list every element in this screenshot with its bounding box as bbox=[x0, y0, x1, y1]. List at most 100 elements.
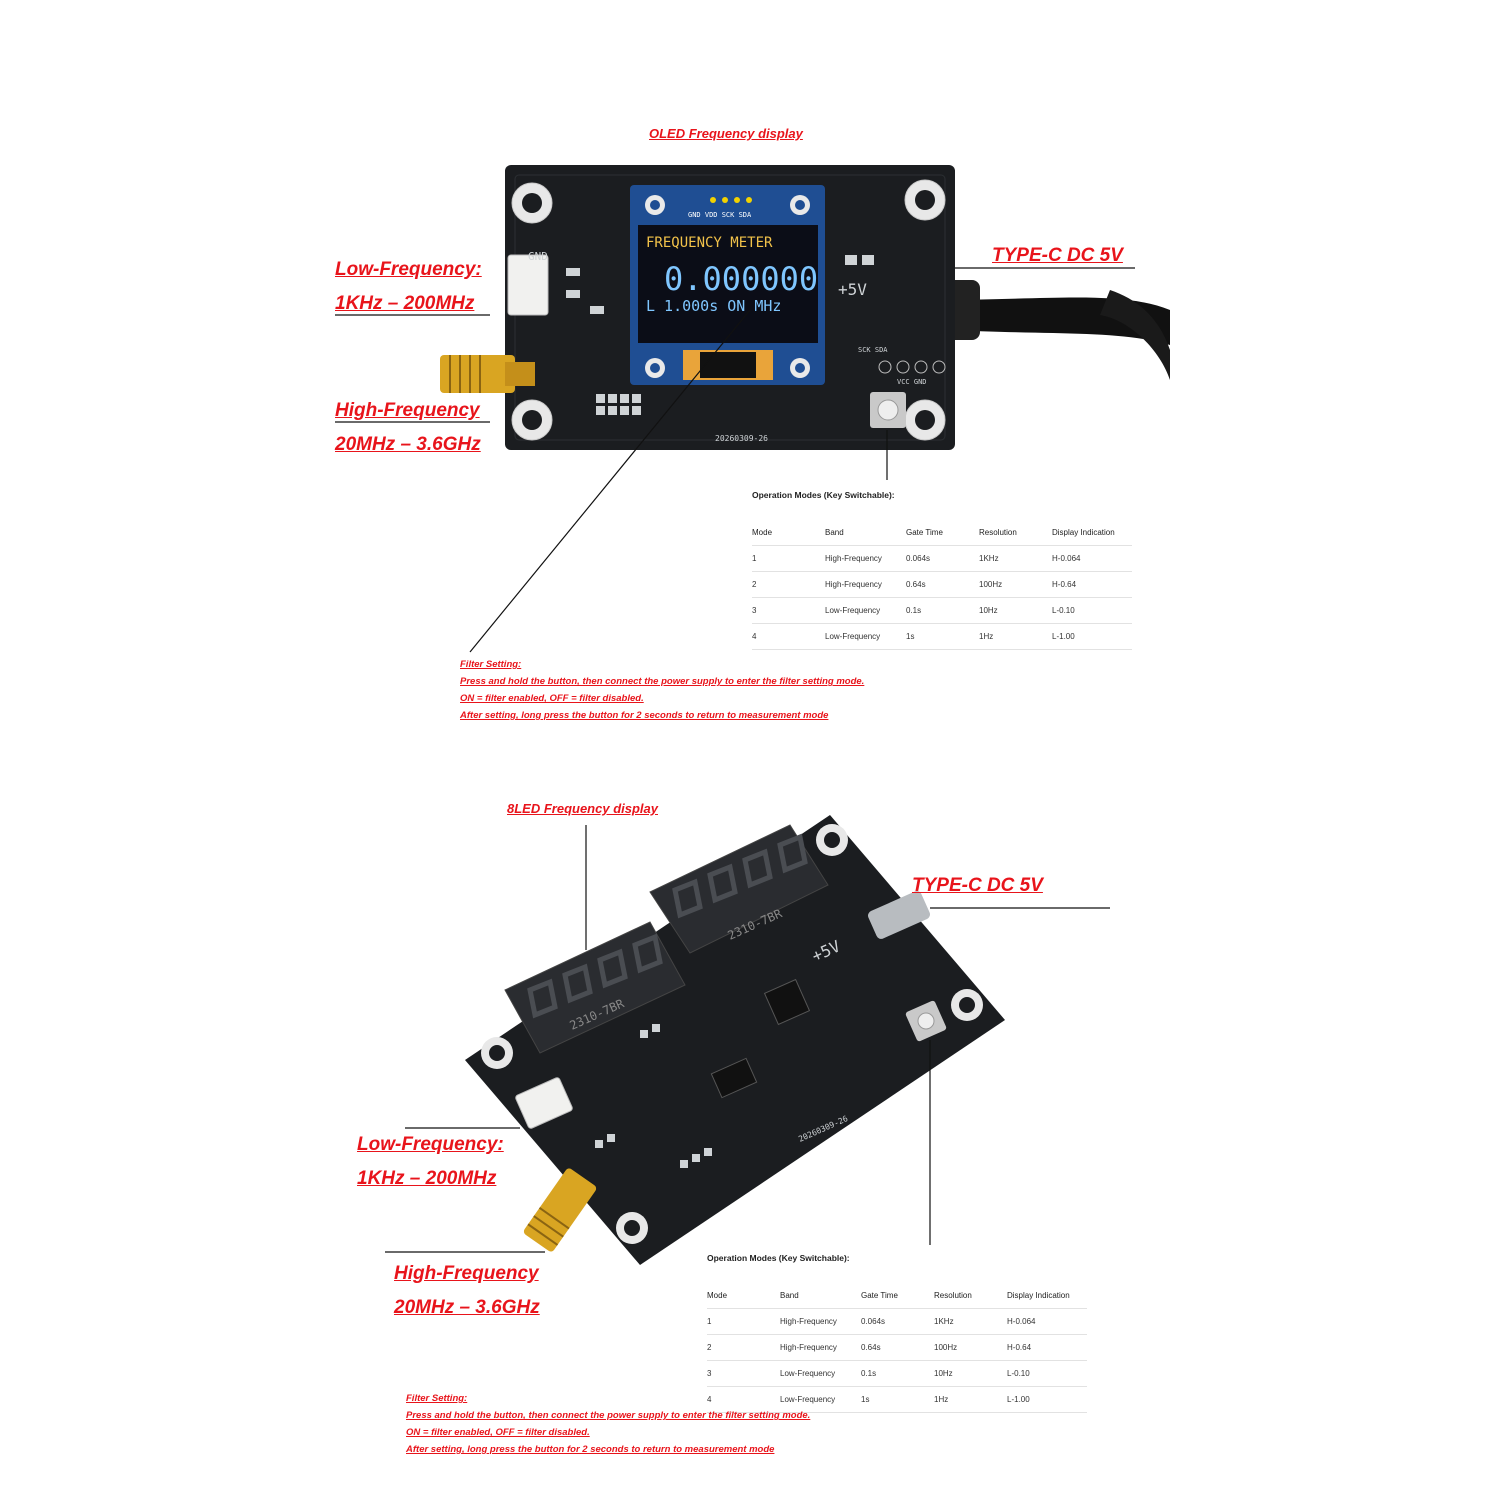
operation-modes-title: Operation Modes (Key Switchable): bbox=[707, 1253, 850, 1263]
filter-title: Filter Setting: bbox=[460, 659, 522, 670]
oled-line-status: L 1.000s ON MHz bbox=[646, 297, 781, 315]
table-cell: 0.64s bbox=[906, 571, 979, 598]
table-cell: Low-Frequency bbox=[825, 597, 906, 624]
bottom-high-freq-range: 20MHz – 3.6GHz bbox=[394, 1297, 540, 1318]
table-cell: 0.64s bbox=[861, 1334, 934, 1361]
col-band: Band bbox=[780, 1283, 861, 1309]
jst-connector-icon bbox=[507, 254, 549, 316]
table-cell: 2 bbox=[707, 1334, 780, 1361]
table-cell: L-0.10 bbox=[1052, 597, 1132, 624]
table-cell: H-0.64 bbox=[1007, 1334, 1087, 1361]
top-typec-label: TYPE-C DC 5V bbox=[992, 245, 1123, 266]
operation-modes-title: Operation Modes (Key Switchable): bbox=[752, 490, 895, 500]
led-board-illustration: 2310-7BR 2310-7BR +5V 20260309-26 bbox=[385, 815, 1110, 1265]
top-operation-modes: Operation Modes (Key Switchable): Mode B… bbox=[752, 490, 1132, 650]
table-cell: L-1.00 bbox=[1007, 1386, 1087, 1413]
led-display-title: 8LED Frequency display bbox=[507, 801, 658, 816]
col-display-indication: Display Indication bbox=[1007, 1283, 1087, 1309]
top-low-freq-label: Low-Frequency: bbox=[335, 259, 482, 280]
table-cell: L-0.10 bbox=[1007, 1360, 1087, 1387]
silk-gnd: GND bbox=[528, 250, 548, 263]
col-mode: Mode bbox=[707, 1283, 780, 1309]
table-cell: 1 bbox=[752, 545, 825, 572]
table-cell: 10Hz bbox=[979, 597, 1052, 624]
oled-board-illustration: GND +5V GND VDD SCK SDA 20260309-26 SCK … bbox=[335, 165, 1170, 653]
callout-line-filter bbox=[469, 309, 751, 653]
silk-sck-sda: SCK SDA bbox=[858, 346, 888, 354]
sma-connector-icon bbox=[523, 1168, 597, 1252]
table-cell: High-Frequency bbox=[825, 571, 906, 598]
filter-line-3: After setting, long press the button for… bbox=[460, 710, 829, 721]
table-cell: 2 bbox=[752, 571, 825, 598]
ic-chip bbox=[710, 1057, 758, 1099]
col-mode: Mode bbox=[752, 520, 825, 546]
table-cell: High-Frequency bbox=[780, 1334, 861, 1361]
silk-5v: +5V bbox=[838, 280, 867, 299]
oled-line-value: 0.000000 bbox=[664, 260, 818, 298]
table-cell: 4 bbox=[707, 1386, 780, 1413]
bottom-low-freq-label: Low-Frequency: bbox=[357, 1134, 504, 1155]
filter-line-1: Press and hold the button, then connect … bbox=[406, 1410, 811, 1421]
oled-line-title: FREQUENCY METER bbox=[646, 235, 773, 251]
filter-line-2: ON = filter enabled, OFF = filter disabl… bbox=[460, 693, 644, 704]
bottom-typec-label: TYPE-C DC 5V bbox=[912, 875, 1043, 896]
table-cell: 100Hz bbox=[934, 1334, 1007, 1361]
operation-modes-table: Mode Band Gate Time Resolution Display I… bbox=[707, 1283, 1087, 1413]
table-cell: 0.064s bbox=[906, 545, 979, 572]
table-cell: 1KHz bbox=[979, 545, 1052, 572]
sma-connector-icon bbox=[440, 355, 535, 393]
table-cell: H-0.064 bbox=[1052, 545, 1132, 572]
table-cell: Low-Frequency bbox=[780, 1360, 861, 1387]
table-cell: 1Hz bbox=[979, 623, 1052, 650]
silk-pins: GND VDD SCK SDA bbox=[688, 211, 752, 219]
filter-line-3: After setting, long press the button for… bbox=[406, 1444, 775, 1455]
col-resolution: Resolution bbox=[934, 1283, 1007, 1309]
silk-vcc-gnd: VCC GND bbox=[897, 378, 927, 386]
oled-screen bbox=[638, 225, 818, 343]
top-low-freq-range: 1KHz – 200MHz bbox=[335, 293, 475, 314]
top-filter-setting: Filter Setting: Press and hold the butto… bbox=[460, 656, 864, 724]
bottom-operation-modes: Operation Modes (Key Switchable): Mode B… bbox=[707, 1253, 1087, 1413]
table-cell: High-Frequency bbox=[780, 1308, 861, 1335]
table-cell: 3 bbox=[752, 597, 825, 624]
top-high-freq-range: 20MHz – 3.6GHz bbox=[335, 434, 481, 455]
table-cell: 3 bbox=[707, 1360, 780, 1387]
table-cell: 0.064s bbox=[861, 1308, 934, 1335]
col-band: Band bbox=[825, 520, 906, 546]
table-cell: Low-Frequency bbox=[780, 1386, 861, 1413]
operation-modes-table: Mode Band Gate Time Resolution Display I… bbox=[752, 520, 1132, 650]
col-display-indication: Display Indication bbox=[1052, 520, 1132, 546]
table-cell: 1KHz bbox=[934, 1308, 1007, 1335]
bottom-high-freq-label: High-Frequency bbox=[394, 1263, 539, 1284]
bottom-filter-setting: Filter Setting: Press and hold the butto… bbox=[406, 1390, 810, 1458]
table-cell: 1 bbox=[707, 1308, 780, 1335]
filter-line-1: Press and hold the button, then connect … bbox=[460, 676, 865, 687]
table-cell: Low-Frequency bbox=[825, 623, 906, 650]
table-cell: 10Hz bbox=[934, 1360, 1007, 1387]
table-cell: 4 bbox=[752, 623, 825, 650]
bottom-low-freq-range: 1KHz – 200MHz bbox=[357, 1168, 497, 1189]
table-cell: 0.1s bbox=[861, 1360, 934, 1387]
col-gate-time: Gate Time bbox=[861, 1283, 934, 1309]
silk-date: 20260309-26 bbox=[715, 434, 768, 443]
table-cell: High-Frequency bbox=[825, 545, 906, 572]
table-cell: 0.1s bbox=[906, 597, 979, 624]
table-cell: 100Hz bbox=[979, 571, 1052, 598]
table-cell: L-1.00 bbox=[1052, 623, 1132, 650]
usb-typec-port-icon bbox=[868, 891, 930, 939]
filter-line-2: ON = filter enabled, OFF = filter disabl… bbox=[406, 1427, 590, 1438]
oled-display-title: OLED Frequency display bbox=[649, 126, 803, 141]
table-cell: H-0.064 bbox=[1007, 1308, 1087, 1335]
table-header-row: Mode Band Gate Time Resolution Display I… bbox=[707, 1283, 1087, 1309]
ic-chip bbox=[763, 978, 811, 1026]
col-gate-time: Gate Time bbox=[906, 520, 979, 546]
table-cell: H-0.64 bbox=[1052, 571, 1132, 598]
